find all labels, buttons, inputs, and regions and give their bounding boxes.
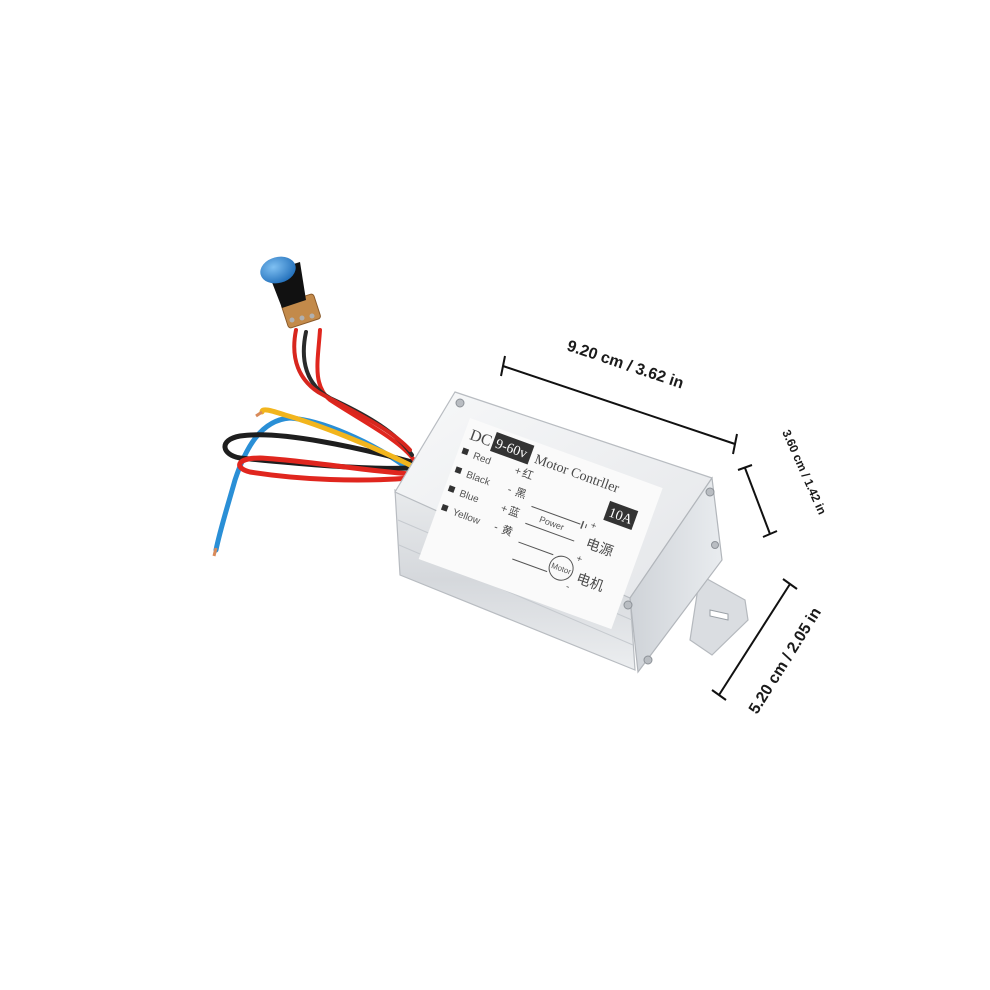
screw-end-low [711,541,719,549]
potentiometer [260,256,321,329]
label-background [418,418,663,630]
motor-plus: + [575,553,584,565]
screw-end-mid [623,600,633,610]
label-current-box [603,500,639,530]
dimension-line [744,467,771,535]
pot-wire-red-2 [292,328,412,452]
wire-sign: - [506,484,514,497]
motor-minus: - [564,581,571,592]
wire-sign: + [513,465,523,478]
screw-top-left [455,398,465,408]
wire-cn: 黑 [513,485,528,501]
wire-cn: 蓝 [507,504,522,520]
width-label: 5.20 cm / 2.05 in [746,605,825,717]
motor-symbol [548,555,574,581]
label-voltage-box [489,432,535,465]
red-wire [237,455,413,483]
screw-end-top [705,487,715,497]
housing-end-cap [629,476,723,674]
wire-bundle [212,328,416,557]
label-dc: DC [467,427,494,451]
wire-cn: 黄 [500,522,515,539]
knob-cap [260,256,296,284]
wire-sign: + [499,502,509,515]
mounting-slot [709,609,729,621]
length-label: 9.20 cm / 3.62 in [565,338,686,393]
dimension-line [502,365,736,445]
power-plus: + [589,520,598,532]
height-label: 3.60 cm / 1.42 in [779,428,829,517]
product-label: DC 9-60v Motor Contrller 10A Red + 红 Bla… [418,418,663,630]
wire-cn: 红 [520,467,535,483]
yellow-wire [259,407,415,469]
screw-end-bottom [643,655,653,665]
dimension-height: 3.60 cm / 1.42 in [737,428,829,538]
dimension-line [718,583,791,696]
wire-sign: - [492,521,500,534]
controller-housing: DC 9-60v Motor Contrller 10A Red + 红 Bla… [394,391,749,674]
